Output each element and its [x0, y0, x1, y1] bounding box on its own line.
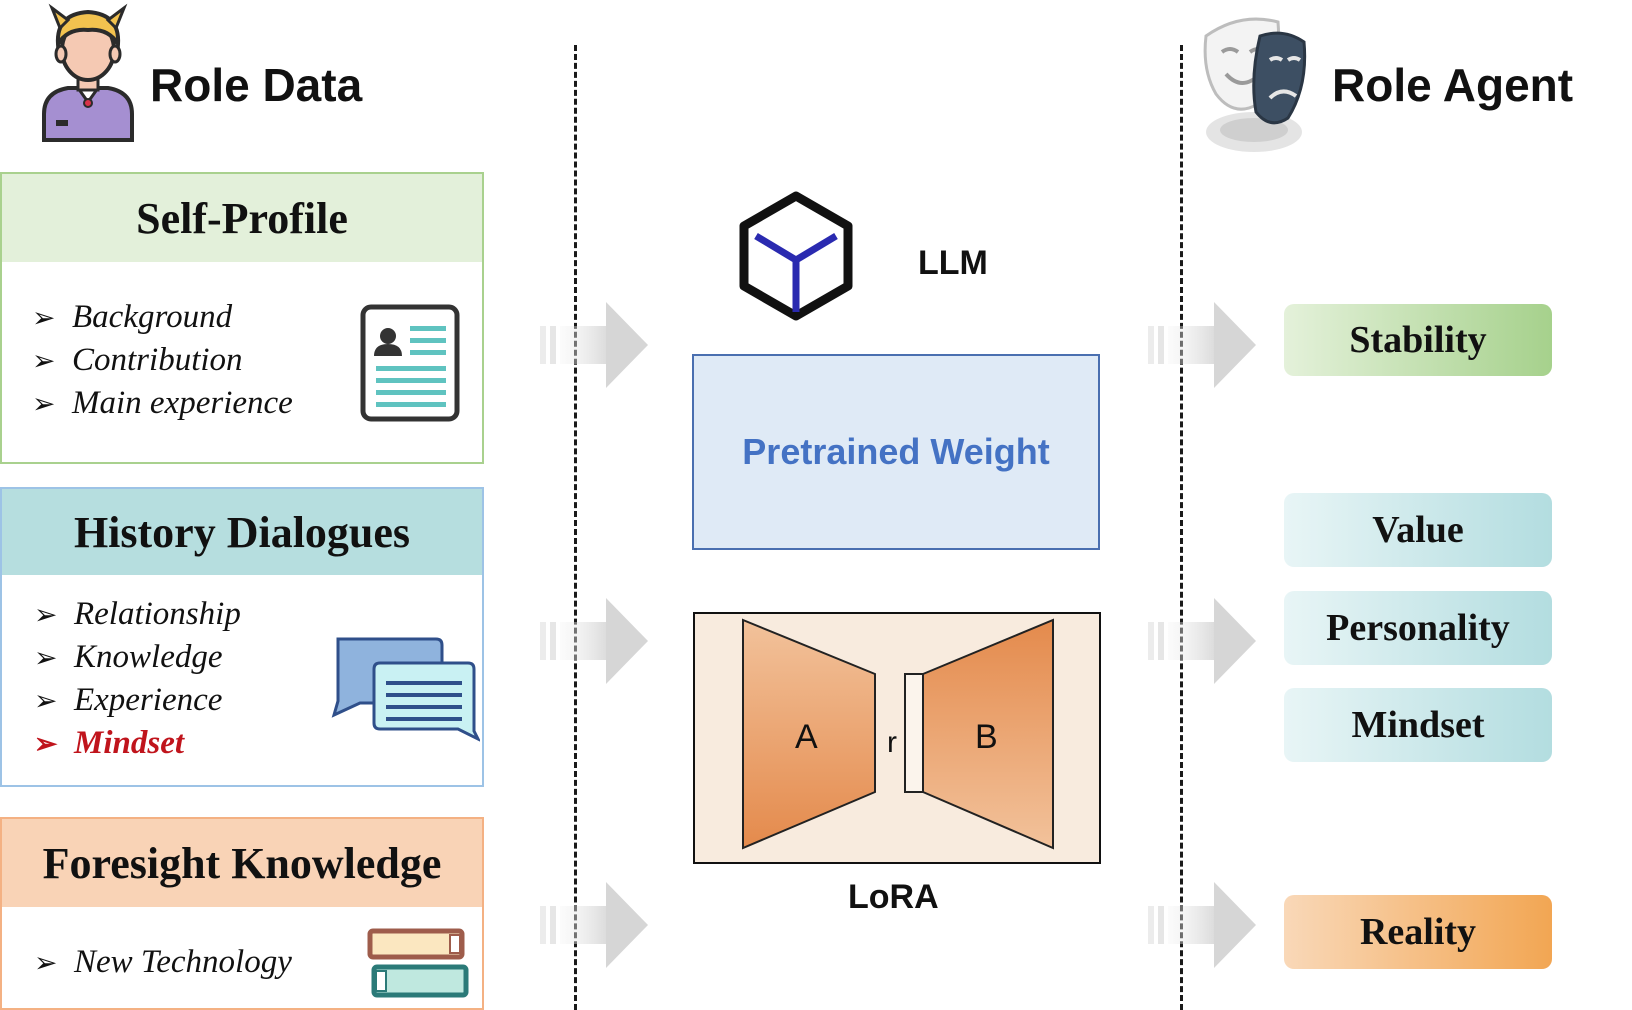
history-dialogues-list: ➢Relationship ➢Knowledge ➢Experience ➢Mi… [34, 593, 241, 765]
lora-diagram [742, 618, 1054, 850]
arrow-right-icon: ➢ [32, 389, 56, 420]
arrow-right-icon [1148, 302, 1256, 388]
history-dialogues-panel: History Dialogues ➢Relationship ➢Knowled… [0, 487, 484, 787]
list-item: ➢Contribution [32, 339, 293, 382]
books-icon [367, 928, 469, 998]
theater-mask-icon [1203, 17, 1307, 152]
self-profile-panel: Self-Profile ➢Background ➢Contribution ➢… [0, 172, 484, 464]
user-avatar-icon [42, 3, 134, 142]
lora-b-label: B [975, 718, 998, 756]
lora-a-label: A [795, 718, 818, 756]
arrow-right-icon [540, 598, 648, 684]
lora-box: A r B [693, 612, 1101, 864]
value-badge: Value [1284, 493, 1552, 567]
self-profile-title: Self-Profile [2, 174, 482, 262]
list-item: ➢Background [32, 296, 293, 339]
personality-badge: Personality [1284, 591, 1552, 665]
llm-label: LLM [918, 244, 988, 282]
reality-badge: Reality [1284, 895, 1552, 969]
list-item: ➢New Technology [34, 941, 292, 984]
right-separator [1180, 45, 1183, 1010]
chat-bubbles-icon [331, 637, 480, 742]
list-item: ➢Knowledge [34, 636, 241, 679]
list-item: ➢Main experience [32, 382, 293, 425]
arrow-right-icon: ➢ [34, 643, 58, 674]
arrow-right-icon [1148, 598, 1256, 684]
foresight-knowledge-list: ➢New Technology [34, 941, 292, 984]
lora-matrix-a [742, 618, 876, 850]
left-separator [574, 45, 577, 1010]
list-item: ➢Relationship [34, 593, 241, 636]
arrow-right-icon [540, 302, 648, 388]
arrow-right-icon [540, 882, 648, 968]
pretrained-weight-box: Pretrained Weight [692, 354, 1100, 550]
arrow-right-icon: ➢ [34, 729, 58, 760]
history-dialogues-title: History Dialogues [2, 489, 482, 575]
pretrained-weight-label: Pretrained Weight [742, 431, 1050, 472]
mindset-badge: Mindset [1284, 688, 1552, 762]
list-item: ➢Experience [34, 679, 241, 722]
id-card-icon [360, 304, 460, 422]
arrow-right-icon: ➢ [34, 600, 58, 631]
lora-r-label: r [887, 726, 897, 759]
stability-badge: Stability [1284, 304, 1552, 376]
foresight-knowledge-panel: Foresight Knowledge ➢New Technology [0, 817, 484, 1010]
cube-icon [739, 191, 853, 321]
lora-rank-bar [904, 673, 924, 793]
arrow-right-icon: ➢ [32, 346, 56, 377]
role-agent-title: Role Agent [1332, 59, 1574, 111]
arrow-right-icon [1148, 882, 1256, 968]
role-data-title: Role Data [150, 59, 363, 111]
lora-matrix-b [922, 618, 1054, 850]
arrow-right-icon: ➢ [34, 686, 58, 717]
list-item-highlight: ➢Mindset [34, 722, 241, 765]
self-profile-list: ➢Background ➢Contribution ➢Main experien… [32, 296, 293, 425]
lora-label: LoRA [848, 878, 939, 916]
arrow-right-icon: ➢ [32, 303, 56, 334]
arrow-right-icon: ➢ [34, 948, 58, 979]
foresight-knowledge-title: Foresight Knowledge [2, 819, 482, 907]
